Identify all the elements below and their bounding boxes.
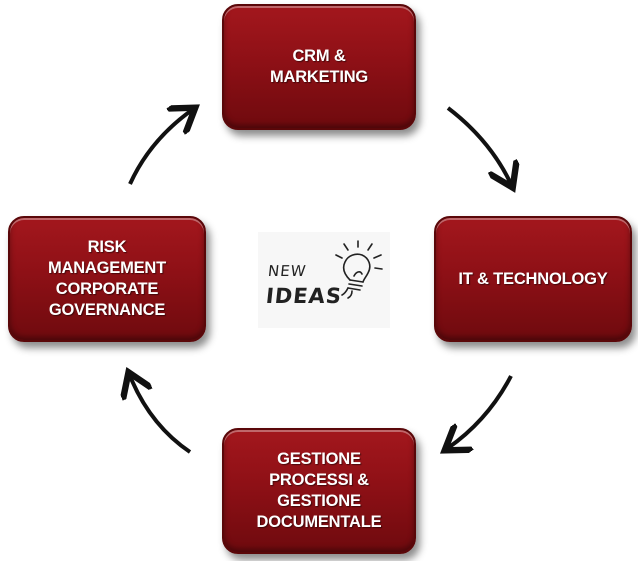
node-risk-management: RISK MANAGEMENT CORPORATE GOVERNANCE <box>8 216 206 342</box>
arrow-top-to-right <box>446 106 511 184</box>
node-gestione-processi: GESTIONE PROCESSI & GESTIONE DOCUMENTALE <box>222 428 416 554</box>
lightbulb-icon <box>335 240 383 299</box>
arrow-bottom-to-left <box>130 376 192 454</box>
node-label: RISK MANAGEMENT CORPORATE GOVERNANCE <box>47 238 167 319</box>
arrow-right-to-bottom <box>448 375 513 448</box>
new-ideas-logo: NEW IDEAS <box>258 232 390 328</box>
node-label: GESTIONE PROCESSI & GESTIONE DOCUMENTALE <box>256 450 382 531</box>
node-it-technology: IT & TECHNOLOGY <box>434 216 632 342</box>
node-label: CRM & MARKETING <box>269 47 369 86</box>
logo-word-new: NEW <box>267 262 308 280</box>
arrow-left-to-top <box>128 110 192 185</box>
node-label: IT & TECHNOLOGY <box>458 269 608 288</box>
node-crm-marketing: CRM & MARKETING <box>222 4 416 130</box>
